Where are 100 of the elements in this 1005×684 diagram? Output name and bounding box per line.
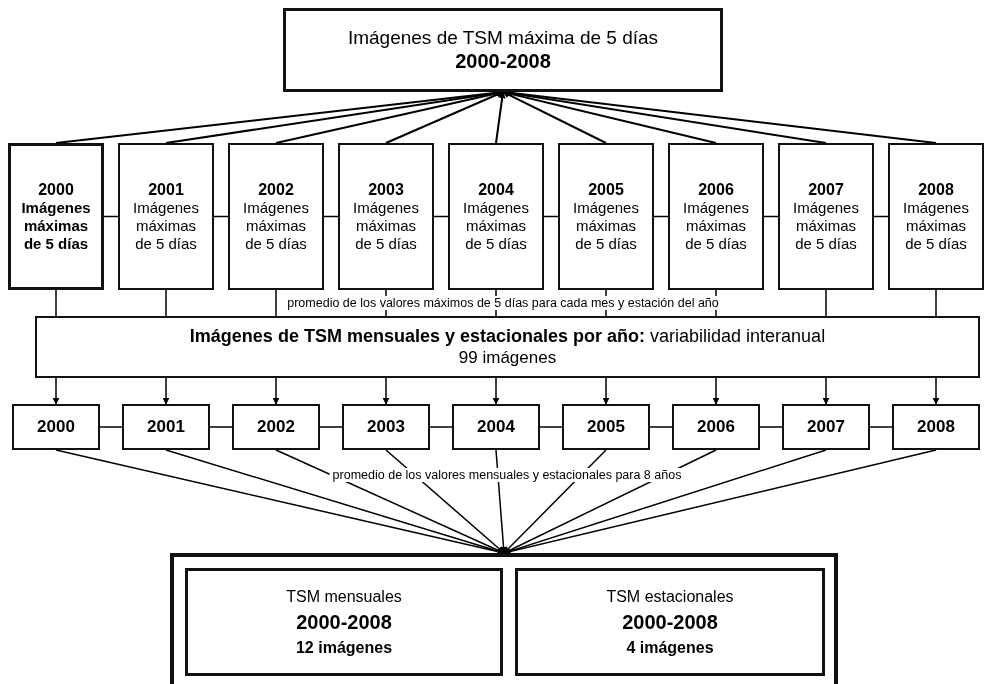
box-heading: 2002 <box>258 179 294 200</box>
connector-line <box>873 215 889 218</box>
year-box <box>782 404 870 450</box>
box-heading: 2008 <box>918 179 954 200</box>
arrow <box>382 377 390 405</box>
connector-line <box>653 215 669 218</box>
arrow <box>502 91 607 144</box>
year-box <box>562 404 650 450</box>
box-heading: 2005 <box>588 179 624 200</box>
connector-line <box>429 426 453 428</box>
arrow <box>495 91 506 144</box>
box-text: Imágenes máximas de 5 días <box>352 199 420 254</box>
connector-line <box>433 215 449 218</box>
arrow <box>52 377 60 405</box>
box-heading: 2004 <box>477 416 515 438</box>
arrow <box>932 377 940 405</box>
box-heading: 2003 <box>368 179 404 200</box>
year-box <box>888 143 984 290</box>
connector-line <box>539 426 563 428</box>
box-text: Imágenes máximas de 5 días <box>572 199 640 254</box>
connector-line <box>715 289 717 317</box>
connector-line <box>103 215 119 218</box>
year-box <box>558 143 654 290</box>
year-box <box>122 404 210 450</box>
arrow <box>385 449 505 554</box>
summary-box <box>35 316 980 378</box>
connector-line <box>869 426 893 428</box>
box-heading: 2001 <box>147 416 185 438</box>
year-box <box>672 404 760 450</box>
arrow <box>503 449 607 554</box>
arrow <box>602 377 610 405</box>
box-heading: 2006 <box>698 179 734 200</box>
outer-frame <box>170 553 838 684</box>
arrow <box>712 377 720 405</box>
connector-line <box>209 426 233 428</box>
connector-line <box>495 289 497 317</box>
year-box <box>668 143 764 290</box>
box-heading: 2003 <box>367 416 405 438</box>
connector-line <box>275 289 277 317</box>
year-box <box>228 143 324 290</box>
box-text: 2000-2008 <box>455 49 551 74</box>
box-heading: 2000 <box>37 416 75 438</box>
result-box <box>515 568 825 676</box>
box-heading: 2002 <box>257 416 295 438</box>
connector-line <box>319 426 343 428</box>
year-box <box>118 143 214 290</box>
connector-line <box>759 426 783 428</box>
box-heading: 2007 <box>808 179 844 200</box>
box-heading: Imágenes de TSM mensuales y estacionales por año: variabilidad interanual <box>189 326 826 348</box>
box-text: Imágenes máximas de 5 días <box>242 199 310 254</box>
box-text: 4 imágenes <box>626 638 714 658</box>
box-heading: 2008 <box>917 416 955 438</box>
box-heading: Imágenes de TSM máxima de 5 días <box>347 26 659 50</box>
box-text: Imágenes máximas de 5 días <box>682 199 750 254</box>
connector-line <box>825 289 827 317</box>
year-box <box>892 404 980 450</box>
result-box <box>185 568 503 676</box>
year-box <box>8 143 104 290</box>
connector-line <box>165 289 167 317</box>
arrow <box>492 377 500 405</box>
box-heading: 2007 <box>807 416 845 438</box>
box-text: Imágenes máximas de 5 días <box>902 199 970 254</box>
arrow <box>385 91 504 144</box>
year-box <box>778 143 874 290</box>
year-box <box>338 143 434 290</box>
box-heading: TSM mensuales <box>286 586 402 606</box>
box-heading: 2006 <box>697 416 735 438</box>
connector-line <box>99 426 123 428</box>
year-box <box>342 404 430 450</box>
year-box <box>232 404 320 450</box>
box-heading: TSM estacionales <box>606 586 734 606</box>
box-text: Imágenes máximas de 5 días <box>462 199 530 254</box>
connector-line <box>323 215 339 218</box>
arrow <box>272 377 280 405</box>
arrow <box>822 377 830 405</box>
connector-line <box>605 289 607 317</box>
title-box <box>283 8 723 92</box>
connector-line <box>55 289 57 317</box>
arrow <box>495 449 507 554</box>
connector-line <box>213 215 229 218</box>
connector-line <box>385 289 387 317</box>
box-text: 2000-2008 <box>296 610 392 634</box>
box-text: Imágenes máximas de 5 días <box>20 199 92 254</box>
box-heading: 2005 <box>587 416 625 438</box>
box-heading: 2000 <box>38 179 74 200</box>
year-box <box>12 404 100 450</box>
box-text: 2000-2008 <box>622 610 718 634</box>
connector-line <box>935 289 937 317</box>
year-box <box>452 404 540 450</box>
arrow <box>162 377 170 405</box>
box-text: 12 imágenes <box>295 638 393 658</box>
connector-line <box>649 426 673 428</box>
connector-line <box>763 215 779 218</box>
year-box <box>448 143 544 290</box>
box-text: Imágenes máximas de 5 días <box>792 199 860 254</box>
box-heading: 2004 <box>478 179 514 200</box>
connector-line <box>543 215 559 218</box>
box-heading: 2001 <box>148 179 184 200</box>
box-text: Imágenes máximas de 5 días <box>132 199 200 254</box>
box-text: 99 imágenes <box>458 347 557 368</box>
